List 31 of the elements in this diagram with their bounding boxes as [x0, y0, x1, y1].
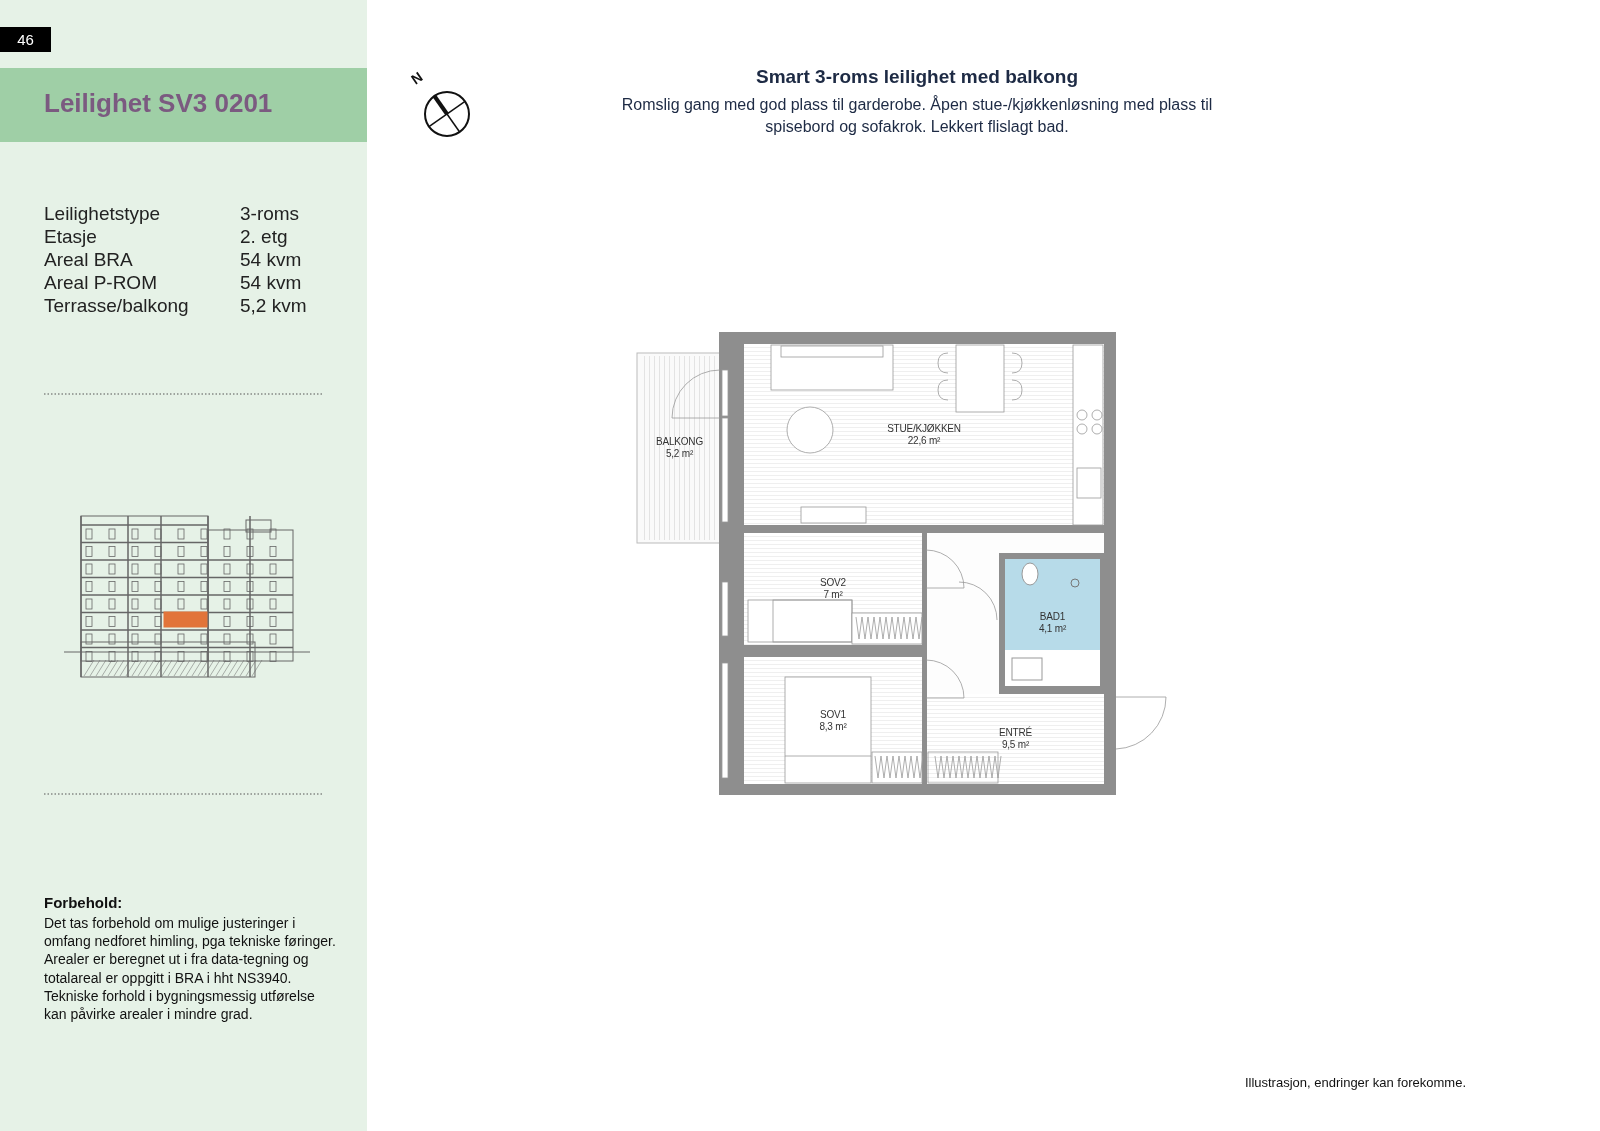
area-label: 5,2 m² — [665, 448, 694, 460]
note-text: Det tas forbehold om mulige justeringer i omfang nedforet himling, pga tekniske føringer. Arealer er beregnet ut i fra data-tegning og totalareal er oppgitt i BRA i hht NS3940. Tekniske forhold i bygningsmessig utførelse kan påvirke arealer i mindre grad. — [44, 914, 337, 1024]
area-label: 9,5 m² — [1001, 739, 1030, 751]
room-name: ENTRÉ — [999, 727, 1032, 739]
table-cell: Leilighetstype — [44, 203, 161, 226]
north-label: N — [408, 68, 427, 89]
room-name: STUE/KJØKKEN — [887, 422, 961, 435]
area-label: 22,6 m² — [907, 434, 941, 447]
table-cell: 54 kvm — [240, 272, 302, 295]
table-cell: 2. etg — [240, 226, 288, 249]
footnote: Illustrasjon, endringer kan forekomme. — [1243, 1075, 1466, 1091]
table-cell: Etasje — [44, 226, 97, 249]
area-label: 7 m² — [823, 589, 843, 601]
room-name: SOV1 — [820, 708, 846, 721]
description: Romslig gang med god plass til garderobe. Åpen stue-/kjøkkenløsning med plass til spisebord og sofakrok. Lekkert flislagt bad. — [620, 94, 1214, 137]
heading: Smart 3-roms leilighet med balkong — [755, 66, 1079, 89]
room-name: BALKONG — [656, 436, 703, 448]
table-cell: 5,2 kvm — [240, 295, 307, 318]
table-cell: 54 kvm — [240, 249, 302, 272]
area-label: 4,1 m² — [1038, 622, 1067, 635]
area-label: 8,3 m² — [819, 720, 847, 733]
page-number: 46 — [0, 27, 51, 52]
room-name: BAD1 — [1039, 610, 1066, 623]
table-cell: Areal BRA — [44, 249, 133, 272]
room-name: SOV2 — [820, 577, 846, 589]
table-cell: Terrasse/balkong — [44, 295, 189, 318]
apartment-title: Leilighet SV3 0201 — [44, 88, 273, 120]
table-cell: 3-roms — [240, 203, 300, 226]
room — [927, 694, 1104, 784]
table-cell: Areal P-ROM — [44, 272, 157, 295]
note-heading: Forbehold: — [44, 894, 123, 912]
